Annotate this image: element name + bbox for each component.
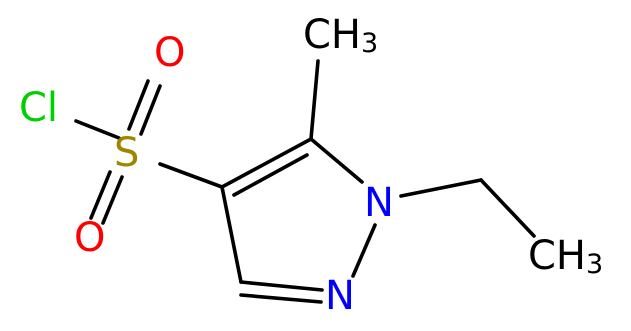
- bond-n2-c3-a: [239, 280, 324, 292]
- bond-c5-n1: [309, 137, 364, 184]
- atom-nitrogen-1: N: [364, 180, 394, 226]
- bond-s-o-top-a: [127, 79, 150, 131]
- bond-s-o-bottom-b: [101, 175, 124, 225]
- bond-n2-c3-b: [239, 293, 323, 304]
- bond-lines: [74, 59, 536, 304]
- atom-oxygen-bottom: O: [74, 215, 105, 261]
- bond-s-o-top-b: [139, 84, 162, 136]
- atom-methyl-top-subscript: 3: [361, 28, 378, 59]
- bond-cl-s: [74, 119, 121, 140]
- bond-ch2-ch3: [479, 178, 536, 238]
- bond-c4-c5-a: [220, 137, 313, 189]
- bond-c4-c5-b: [232, 153, 309, 197]
- atom-methyl-ethyl-symbol: CH: [528, 233, 586, 279]
- atom-methyl-ethyl-subscript: 3: [586, 249, 603, 280]
- bond-n1-n2: [351, 223, 377, 278]
- bond-s-o-bottom-a: [89, 170, 112, 220]
- atom-labels: Cl S O O N N CH3 CH3: [19, 12, 603, 319]
- atom-methyl-top: CH3: [303, 12, 378, 59]
- atom-chlorine: Cl: [19, 85, 58, 131]
- bond-n1-ch2: [399, 178, 483, 198]
- bond-c3-c4: [220, 185, 243, 284]
- bond-s-c4: [158, 162, 224, 189]
- atom-methyl-top-symbol: CH: [303, 12, 361, 58]
- atom-oxygen-top: O: [154, 30, 185, 76]
- atom-methyl-ethyl: CH3: [528, 233, 603, 280]
- bond-c5-methyl: [309, 59, 320, 141]
- atom-nitrogen-2: N: [325, 273, 355, 319]
- atom-sulfur: S: [114, 130, 139, 176]
